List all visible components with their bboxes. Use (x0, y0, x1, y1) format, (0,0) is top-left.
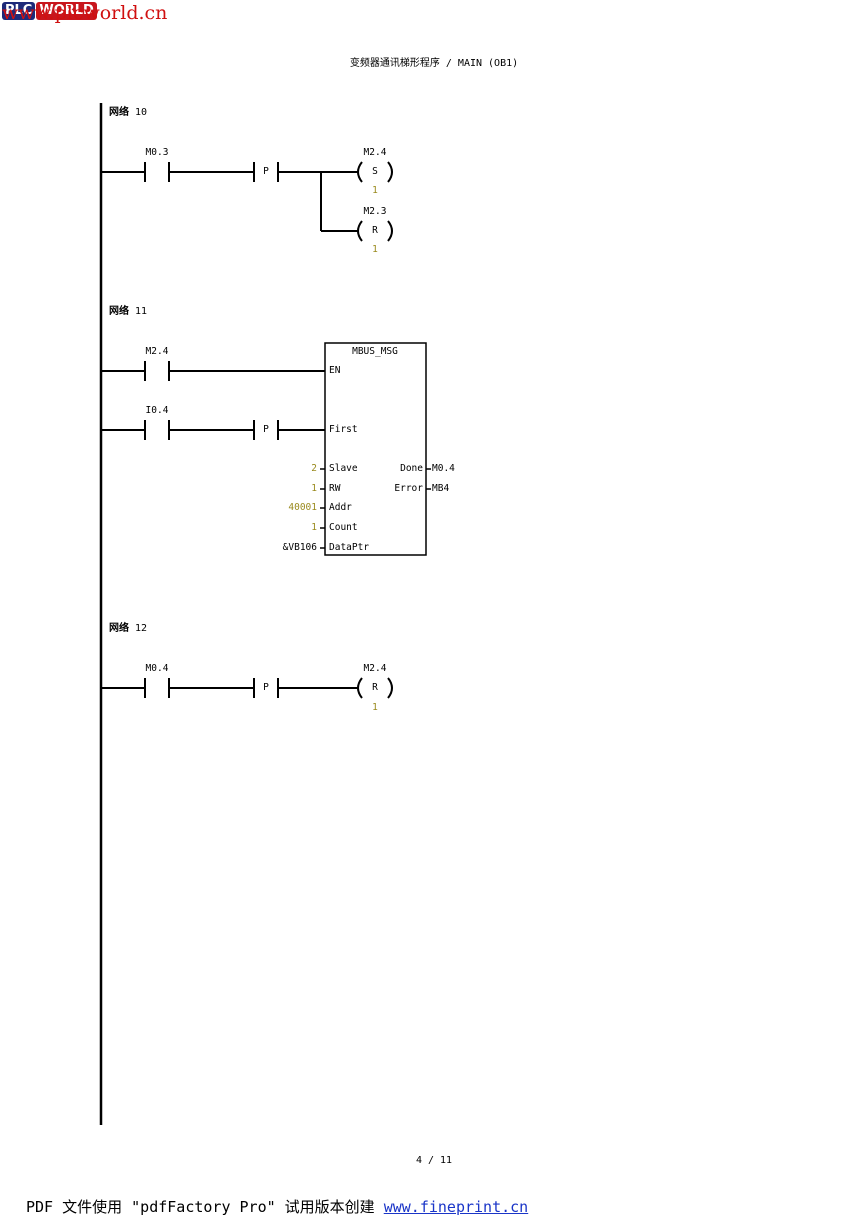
fineprint-link[interactable]: www.fineprint.cn (383, 1198, 529, 1216)
coil-count: 1 (372, 702, 378, 713)
page-header: 变频器通讯梯形程序 / MAIN (OB1) (349, 58, 519, 69)
contact-m03-symbol (144, 162, 170, 182)
pin-error: Error (394, 483, 423, 494)
output-error-value: MB4 (432, 483, 450, 494)
pin-en: EN (329, 365, 341, 376)
logo-plc: PLC (2, 2, 36, 20)
contact-type: P (263, 166, 269, 177)
network-12-graphics (101, 677, 393, 699)
block-name: MBUS_MSG (352, 346, 398, 357)
input-count-value: 1 (311, 522, 317, 533)
network-11-title: 网络 11 (109, 302, 147, 317)
coil-r-symbol (357, 220, 393, 242)
network-label: 网络 (109, 306, 129, 317)
logo-world: WORLD (36, 2, 97, 20)
network-label: 网络 (109, 623, 129, 634)
contact-address: M0.4 (145, 663, 169, 674)
pin-rw: RW (329, 483, 341, 494)
network-label: 网络 (109, 107, 129, 118)
pin-slave: Slave (329, 463, 358, 474)
coil-count: 1 (372, 185, 378, 196)
network-11-graphics (101, 342, 431, 556)
coil-address: M2.3 (363, 206, 387, 217)
pdf-footer: PDF 文件使用 "pdfFactory Pro" 试用版本创建 www.fin… (26, 1196, 528, 1217)
network-number: 12 (135, 623, 148, 634)
contact-address: M2.4 (145, 346, 169, 357)
coil-type: R (372, 682, 378, 693)
input-addr-value: 40001 (288, 502, 317, 513)
input-slave-value: 2 (311, 463, 317, 474)
contact-address: M0.3 (145, 147, 169, 158)
coil-type: S (372, 166, 378, 177)
logo-url: www.plcworld.cn (2, 2, 168, 24)
footer-text: PDF 文件使用 "pdfFactory Pro" 试用版本创建 (26, 1198, 384, 1216)
network-number: 10 (135, 107, 148, 118)
pin-dataptr: DataPtr (329, 542, 370, 553)
output-done-value: M0.4 (432, 463, 455, 474)
coil-s-symbol (357, 161, 393, 183)
network-12-title: 网络 12 (109, 619, 147, 634)
input-dataptr-value: &VB106 (282, 542, 317, 553)
network-10-graphics (101, 161, 393, 242)
contact-type: P (263, 682, 269, 693)
pin-first: First (329, 424, 358, 435)
network-10-title: 网络 10 (109, 103, 147, 118)
page-number: 4 / 11 (415, 1155, 453, 1166)
input-rw-value: 1 (311, 483, 317, 494)
coil-count: 1 (372, 244, 378, 255)
mbus-msg-block-frame (324, 342, 427, 556)
pin-count: Count (329, 522, 358, 533)
contact-type: P (263, 424, 269, 435)
coil-type: R (372, 225, 378, 236)
pin-done: Done (400, 463, 423, 474)
coil-address: M2.4 (363, 663, 387, 674)
contact-address: I0.4 (145, 405, 169, 416)
coil-address: M2.4 (363, 147, 387, 158)
pin-addr: Addr (329, 502, 352, 513)
network-number: 11 (135, 306, 148, 317)
